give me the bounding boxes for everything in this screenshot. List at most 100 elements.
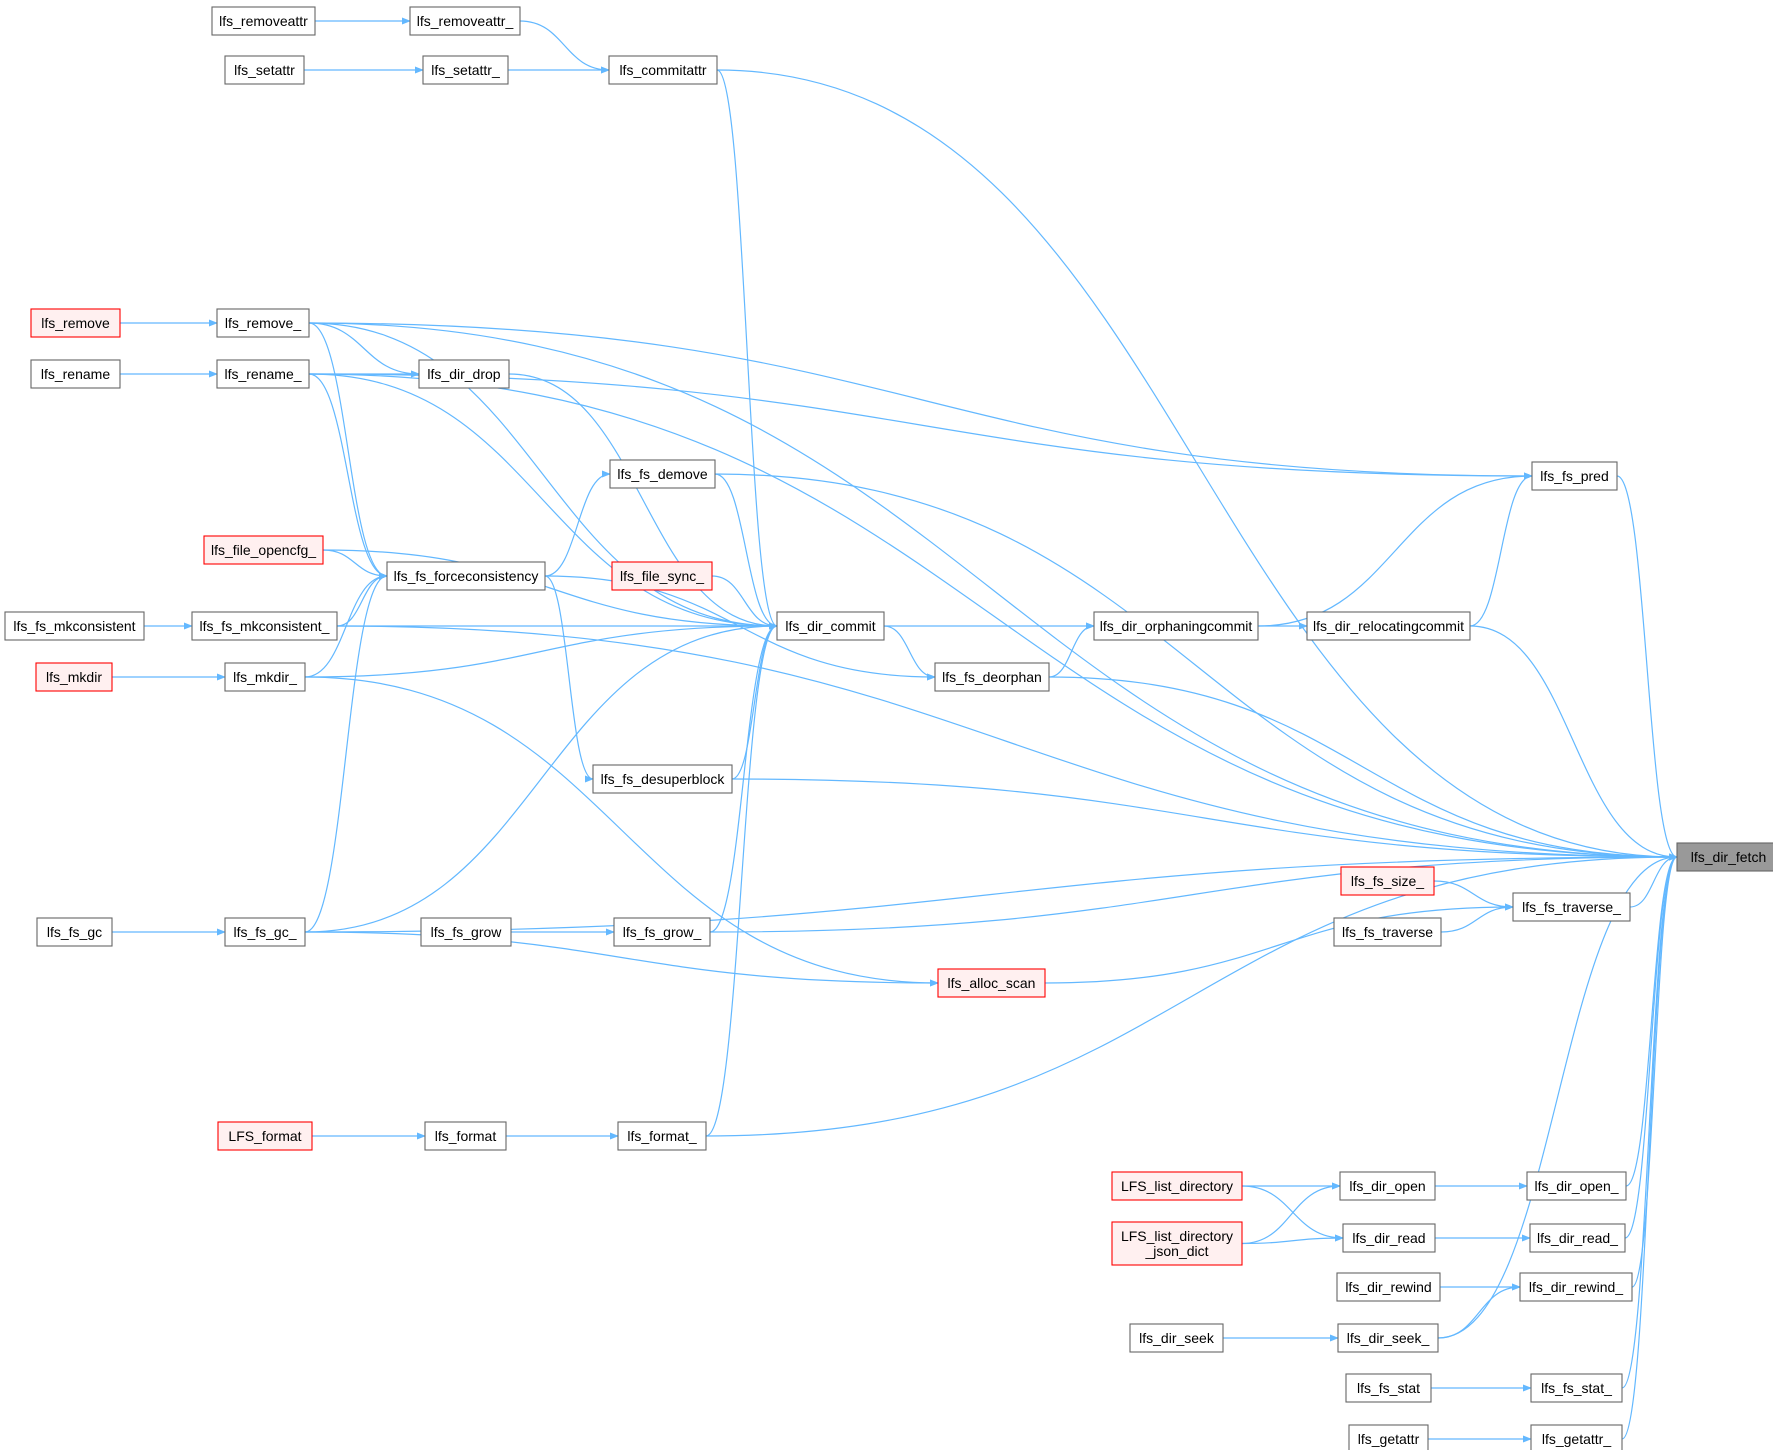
node-box <box>776 611 885 641</box>
node-lfs-fs-size-[interactable]: lfs_fs_size_ <box>1340 866 1435 896</box>
node-lfs-remove-[interactable]: lfs_remove_ <box>216 308 310 338</box>
node-box <box>592 764 733 794</box>
edge-lfs-list-directory-json-dict-to-lfs-dir-read <box>1241 1234 1344 1245</box>
node-label: lfs_fs_mkconsistent_ <box>200 618 330 634</box>
node-lfs-setattr-[interactable]: lfs_setattr_ <box>422 55 509 85</box>
edge-lfs-remove--to-lfs-dir-commit <box>308 322 778 630</box>
node-lfs-mkdir-[interactable]: lfs_mkdir_ <box>224 662 306 692</box>
node-lfs-getattr[interactable]: lfs_getattr <box>1348 1424 1429 1450</box>
node-lfs-setattr[interactable]: lfs_setattr <box>224 55 305 85</box>
node-lfs-dir-orphaningcommit[interactable]: lfs_dir_orphaningcommit <box>1093 611 1259 641</box>
node-lfs-dir-seek-[interactable]: lfs_dir_seek_ <box>1337 1323 1439 1353</box>
node-label: lfs_dir_orphaningcommit <box>1100 618 1253 634</box>
node-label: lfs_dir_commit <box>785 618 875 634</box>
edge-lfs-fs-stat--to-lfs-dir-fetch <box>1621 853 1678 1389</box>
node-label: lfs_mkdir <box>46 669 102 685</box>
node-label: lfs_dir_open <box>1349 1178 1425 1194</box>
node-lfs-format-[interactable]: lfs_format_ <box>617 1121 707 1151</box>
node-lfs-getattr-[interactable]: lfs_getattr_ <box>1530 1424 1623 1450</box>
edge-lfs-dir-commit-to-lfs-fs-deorphan <box>883 625 936 681</box>
node-lfs-file-opencfg-[interactable]: lfs_file_opencfg_ <box>203 535 324 565</box>
node-box <box>224 55 305 85</box>
node-box <box>1345 1373 1432 1403</box>
node-box <box>1529 1223 1626 1253</box>
node-box <box>386 561 546 591</box>
node-label: lfs_fs_gc_ <box>233 924 296 940</box>
edge-lfs-fs-size--to-lfs-fs-traverse- <box>1433 880 1514 911</box>
node-lfs-dir-commit[interactable]: lfs_dir_commit <box>776 611 885 641</box>
edge-lfs-fs-demove-to-lfs-dir-fetch <box>714 473 1678 861</box>
node-lfs-alloc-scan[interactable]: lfs_alloc_scan <box>937 968 1046 998</box>
node-lfs-list-directory[interactable]: LFS_list_directory <box>1111 1171 1243 1201</box>
node-lfs-fs-mkconsistent-[interactable]: lfs_fs_mkconsistent_ <box>191 611 338 641</box>
node-box <box>191 611 338 641</box>
node-lfs-removeattr-[interactable]: lfs_removeattr_ <box>409 6 521 36</box>
node-label: lfs_fs_deorphan <box>942 669 1042 685</box>
node-lfs-commitattr[interactable]: lfs_commitattr <box>608 55 718 85</box>
edge-lfs-fs-deorphan-to-lfs-dir-fetch <box>1048 676 1678 861</box>
node-lfs-fs-traverse-[interactable]: lfs_fs_traverse_ <box>1512 892 1631 922</box>
node-lfs-fs-grow-[interactable]: lfs_fs_grow_ <box>613 917 711 947</box>
node-lfs-fs-desuperblock[interactable]: lfs_fs_desuperblock <box>592 764 733 794</box>
node-box <box>409 6 521 36</box>
node-label: lfs_setattr_ <box>431 62 500 78</box>
node-label: lfs_remove <box>41 315 110 331</box>
node-lfs-file-sync-[interactable]: lfs_file_sync_ <box>611 561 713 591</box>
node-box <box>1336 1272 1441 1302</box>
node-lfs-dir-open-[interactable]: lfs_dir_open_ <box>1526 1171 1627 1201</box>
node-lfs-rename[interactable]: lfs_rename <box>30 359 121 389</box>
node-lfs-dir-rewind[interactable]: lfs_dir_rewind <box>1336 1272 1441 1302</box>
node-lfs-fs-mkconsistent[interactable]: lfs_fs_mkconsistent <box>4 611 145 641</box>
node-label: lfs_dir_seek_ <box>1347 1330 1430 1346</box>
node-lfs-fs-forceconsistency[interactable]: lfs_fs_forceconsistency <box>386 561 546 591</box>
edge-lfs-commitattr-to-lfs-dir-commit <box>716 69 778 630</box>
node-lfs-dir-read[interactable]: lfs_dir_read <box>1342 1223 1436 1253</box>
node-box <box>422 55 509 85</box>
node-lfs-dir-relocatingcommit[interactable]: lfs_dir_relocatingcommit <box>1306 611 1471 641</box>
node-box <box>1526 1171 1627 1201</box>
node-box <box>1340 866 1435 896</box>
node-lfs-dir-read-[interactable]: lfs_dir_read_ <box>1529 1223 1626 1253</box>
node-box <box>1093 611 1259 641</box>
node-lfs-fs-stat[interactable]: lfs_fs_stat <box>1345 1373 1432 1403</box>
edge-lfs-dir-seek--to-lfs-dir-rewind- <box>1437 1283 1521 1339</box>
node-label: lfs_dir_read_ <box>1537 1230 1618 1246</box>
node-lfs-dir-open[interactable]: lfs_dir_open <box>1339 1171 1436 1201</box>
node-box <box>211 6 316 36</box>
node-lfs-fs-traverse[interactable]: lfs_fs_traverse <box>1333 917 1442 947</box>
node-lfs-removeattr[interactable]: lfs_removeattr <box>211 6 316 36</box>
node-lfs-mkdir[interactable]: lfs_mkdir <box>35 662 113 692</box>
node-label: lfs_fs_gc <box>47 924 102 940</box>
node-lfs-fs-grow[interactable]: lfs_fs_grow <box>420 917 512 947</box>
node-box <box>418 359 510 389</box>
edge-lfs-dir-orphaningcommit-to-lfs-fs-pred <box>1257 472 1533 627</box>
edge-lfs-file-opencfg--to-lfs-dir-commit <box>322 549 778 630</box>
edge-lfs-fs-gc--to-lfs-dir-fetch <box>304 853 1678 933</box>
node-lfs-fs-pred[interactable]: lfs_fs_pred <box>1531 461 1618 491</box>
node-lfs-dir-rewind-[interactable]: lfs_dir_rewind_ <box>1519 1272 1633 1302</box>
node-lfs-format[interactable]: LFS_format <box>217 1121 313 1151</box>
node-lfs-fs-deorphan[interactable]: lfs_fs_deorphan <box>934 662 1050 692</box>
node-lfs-list-directory-json-dict[interactable]: LFS_list_directory_json_dict <box>1111 1221 1243 1266</box>
node-label: lfs_fs_grow <box>431 924 503 940</box>
node-lfs-dir-seek[interactable]: lfs_dir_seek <box>1129 1323 1224 1353</box>
node-lfs-dir-fetch[interactable]: lfs_dir_fetch <box>1676 842 1773 872</box>
node-box <box>216 308 310 338</box>
node-label: lfs_setattr <box>234 62 295 78</box>
node-lfs-format[interactable]: lfs_format <box>424 1121 507 1151</box>
node-lfs-fs-gc-[interactable]: lfs_fs_gc_ <box>224 917 306 947</box>
edge-lfs-mkdir--to-lfs-dir-commit <box>304 622 778 678</box>
node-label: lfs_fs_forceconsistency <box>394 568 539 584</box>
edge-lfs-fs-gc--to-lfs-dir-commit <box>304 622 778 933</box>
edge-lfs-rename--to-lfs-dir-fetch <box>308 373 1678 861</box>
node-lfs-fs-gc[interactable]: lfs_fs_gc <box>36 917 113 947</box>
node-lfs-remove[interactable]: lfs_remove <box>30 308 121 338</box>
edge-lfs-dir-relocatingcommit-to-lfs-fs-pred <box>1469 472 1533 627</box>
node-lfs-dir-drop[interactable]: lfs_dir_drop <box>418 359 510 389</box>
node-box <box>1342 1223 1436 1253</box>
node-label: lfs_getattr <box>1358 1431 1420 1447</box>
node-lfs-rename-[interactable]: lfs_rename_ <box>216 359 310 389</box>
node-lfs-fs-stat-[interactable]: lfs_fs_stat_ <box>1530 1373 1623 1403</box>
node-lfs-fs-demove[interactable]: lfs_fs_demove <box>609 459 716 489</box>
node-label: lfs_commitattr <box>619 62 706 78</box>
